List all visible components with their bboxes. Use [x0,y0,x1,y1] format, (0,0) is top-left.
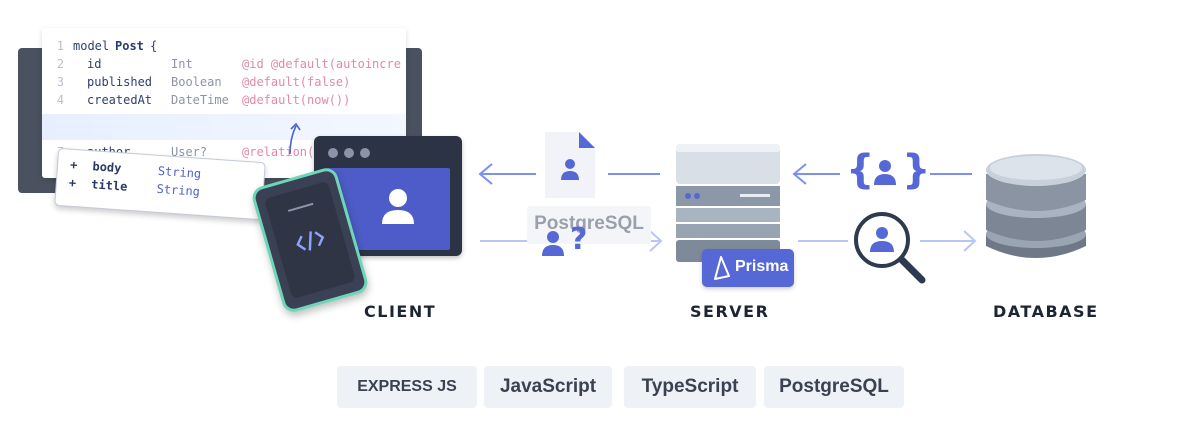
line-number: 1 [56,39,64,53]
field-name: createdAt [87,93,153,107]
code-brace: { [150,39,158,53]
postgres-token-text: PostgreSQL [534,213,644,234]
line-number: 4 [56,93,64,107]
new-field-name: title [90,177,128,194]
new-field-type: String [156,181,201,199]
client-label: CLIENT [364,302,437,321]
field-name: id [87,57,102,71]
field-attr: @default(now()) [242,93,351,107]
model-name: Post [115,39,144,53]
prisma-logo-icon [714,256,730,280]
json-open-brace: { [846,147,875,193]
server-label: SERVER [690,302,770,321]
tag-typescript: TypeScript [624,366,756,408]
window-dot [344,148,354,158]
field-attr: @id @default(autoincre [242,57,401,71]
code-brackets-icon [287,202,325,251]
database-label: DATABASE [993,302,1099,321]
editor-highlight [42,114,406,140]
json-close-brace: } [902,147,931,193]
user-query-icon [542,231,564,256]
phone-screen [263,180,357,300]
tag-express: EXPRESS JS [337,366,477,408]
field-name: published [87,75,153,89]
field-attr: @default(false) [242,75,351,89]
line-number: 2 [56,57,64,71]
plus-sign: + [69,157,78,173]
search-icon [854,212,926,284]
new-field-name: body [92,159,122,176]
database-icon [986,154,1086,258]
phone-icon [249,165,371,315]
tag-postgresql: PostgreSQL [764,366,904,408]
field-attr: @relation( [242,145,315,159]
window-dot [360,148,370,158]
user-icon [874,160,896,185]
field-type: DateTime [171,93,229,107]
tag-javascript: JavaScript [484,366,612,408]
prisma-badge: Prisma [702,249,794,287]
server-icon [676,144,780,262]
user-icon [382,189,414,224]
prisma-badge-label: Prisma [735,258,789,275]
field-type: Boolean [171,75,222,89]
question-mark: ? [570,222,588,257]
insert-arrow-icon [289,122,301,155]
window-dot [328,148,338,158]
document-user-icon [545,132,595,198]
plus-sign: + [68,175,77,191]
new-field-row: + title String [68,174,200,199]
field-type: Int [171,57,193,71]
line-number: 3 [56,75,64,89]
server-database-arrows [792,163,977,252]
code-keyword: model [73,39,110,53]
